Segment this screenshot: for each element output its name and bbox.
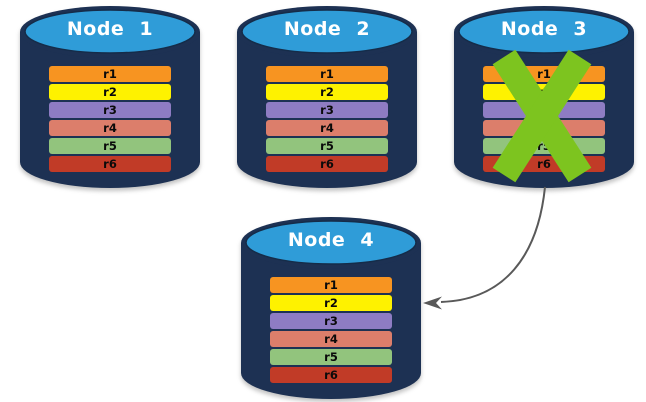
node-4: Node 4 r1 r2 r3 r4 r5 r6 [241, 216, 421, 400]
replica-bar: r4 [49, 120, 171, 136]
cylinder-top [24, 9, 196, 54]
replica-bar: r1 [49, 66, 171, 82]
replica-bar-label: r1 [320, 67, 334, 81]
replica-bar: r1 [266, 66, 388, 82]
replica-bar-label: r6 [320, 157, 334, 171]
failure-x-icon [492, 49, 592, 183]
replica-bar: r5 [270, 349, 392, 365]
node-2-title: Node 2 [283, 18, 371, 40]
replica-bar-label: r2 [324, 296, 338, 310]
node-3: Node 3 r1 r2 r3 r4 r5 r6 [454, 5, 634, 189]
node-1: Node 1 r1 r2 r3 r4 r5 r6 [20, 5, 200, 189]
node-2: Node 2 r1 r2 r3 r4 r5 r6 [237, 5, 417, 189]
replica-bar: r4 [270, 331, 392, 347]
replica-bar-label: r2 [103, 85, 117, 99]
replica-bar-label: r6 [537, 157, 551, 171]
failover-arrow-line [440, 186, 546, 303]
replica-bar-label: r4 [324, 332, 338, 346]
x-stroke [492, 49, 592, 183]
replica-bar-label: r4 [320, 121, 334, 135]
node-1-replica-stack: r1 r2 r3 r4 r5 r6 [49, 66, 171, 172]
replica-bar: r3 [266, 102, 388, 118]
replica-bar-label: r5 [324, 350, 338, 364]
node-2-replica-stack: r1 r2 r3 r4 r5 r6 [266, 66, 388, 172]
replica-bar: r6 [266, 156, 388, 172]
cylinder-top [241, 9, 413, 54]
replica-bar: r2 [270, 295, 392, 311]
replica-bar-label: r6 [103, 157, 117, 171]
replica-bar: r6 [49, 156, 171, 172]
replica-bar-label: r5 [103, 139, 117, 153]
node-1-title: Node 1 [66, 18, 154, 40]
replica-bar-label: r3 [324, 314, 338, 328]
replica-bar: r3 [49, 102, 171, 118]
replica-bar-label: r4 [103, 121, 117, 135]
failover-arrow [423, 186, 546, 310]
replica-bar-label: r1 [537, 67, 551, 81]
replica-bar-label: r1 [324, 278, 338, 292]
replica-bar-label: r5 [320, 139, 334, 153]
node-4-replica-stack: r1 r2 r3 r4 r5 r6 [270, 277, 392, 383]
replica-bar: r4 [266, 120, 388, 136]
replica-bar: r5 [49, 138, 171, 154]
replica-bar-label: r6 [324, 368, 338, 382]
replica-bar: r1 [270, 277, 392, 293]
replica-bar: r6 [270, 367, 392, 383]
replica-bar-label: r3 [320, 103, 334, 117]
failover-arrowhead-icon [423, 296, 442, 310]
replica-bar: r2 [49, 84, 171, 100]
cylinder-top [245, 220, 417, 265]
node-3-title: Node 3 [500, 18, 588, 40]
replica-bar-label: r1 [103, 67, 117, 81]
replica-bar-label: r3 [103, 103, 117, 117]
replica-bar-label: r2 [320, 85, 334, 99]
node-4-title: Node 4 [287, 229, 375, 251]
replica-bar: r3 [270, 313, 392, 329]
cylinder-top [458, 9, 630, 54]
replica-bar: r2 [266, 84, 388, 100]
replica-bar: r5 [266, 138, 388, 154]
